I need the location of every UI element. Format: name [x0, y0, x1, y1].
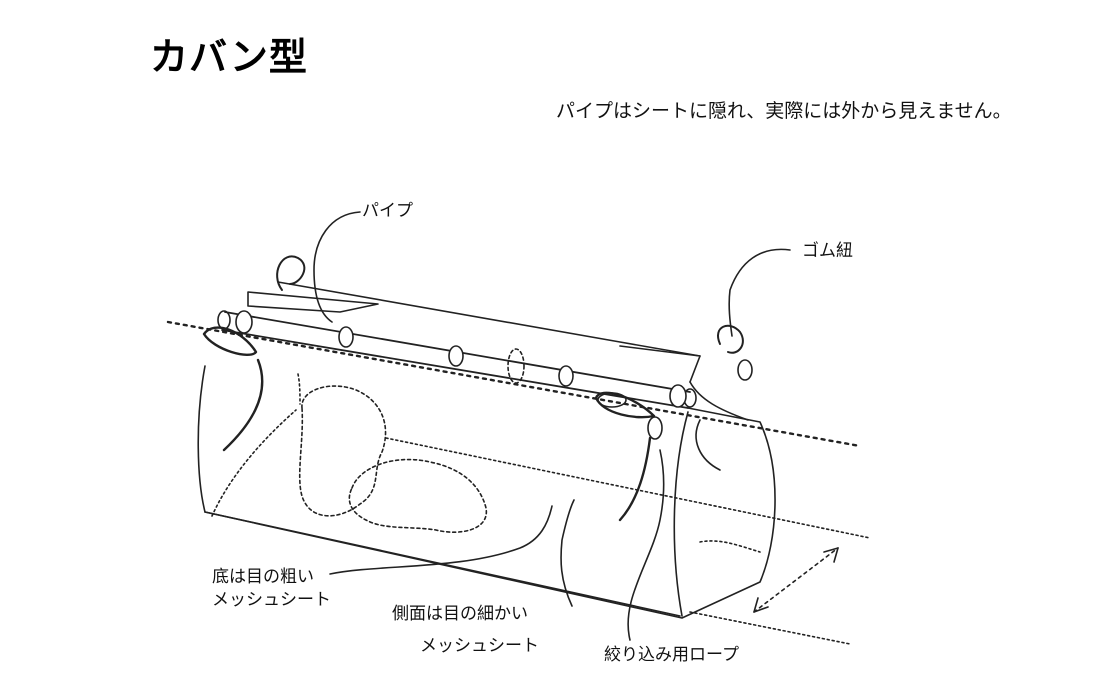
top-flap-left: [248, 292, 378, 312]
bottom-leader: [330, 506, 552, 574]
left-cord-loop: [277, 256, 304, 290]
label-rope: 絞り込み用ロープ: [604, 644, 739, 666]
label-side-line1: 側面は目の細かい: [392, 603, 528, 625]
label-rubber-cord: ゴム紐: [802, 240, 853, 262]
pipe-leader: [314, 212, 360, 322]
coarse-mesh-patch: [300, 386, 386, 516]
label-bottom-line2: メッシュシート: [212, 589, 331, 611]
bag-side-edge: [674, 412, 688, 616]
page-title: カバン型: [150, 26, 308, 81]
left-rope-tail: [224, 360, 262, 450]
size-arrow: [754, 548, 838, 612]
label-pipe: パイプ: [362, 200, 413, 222]
diagram-note: パイプはシートに隠れ、実際には外から見えません。: [556, 96, 1012, 123]
right-rope-tail: [620, 438, 650, 520]
reference-line: [168, 322, 860, 446]
rubber-cord-leader: [729, 249, 790, 336]
label-side-line2: メッシュシート: [420, 635, 539, 657]
label-bottom-line1: 底は目の粗い: [212, 566, 314, 588]
